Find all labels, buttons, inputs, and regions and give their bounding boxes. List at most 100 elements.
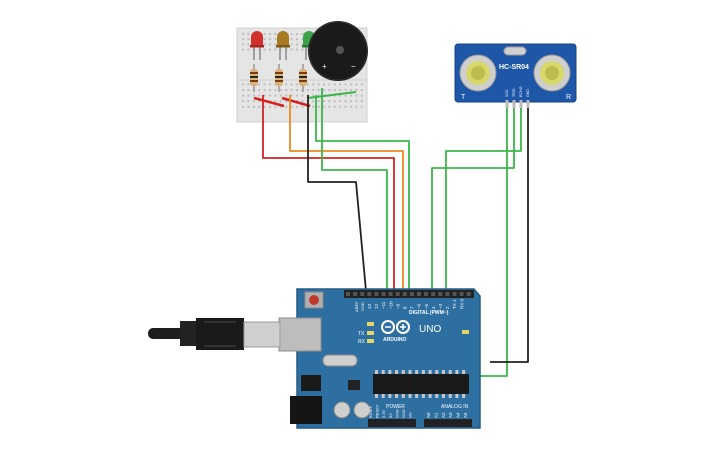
breadboard-hole xyxy=(279,89,282,91)
sensor-model-label: HC-SR04 xyxy=(499,64,529,71)
breadboard-hole xyxy=(247,105,250,108)
arduino-uno-board[interactable]: TX RX ARDUINO UNO DIGITAL (PWM~) POWER A… xyxy=(278,288,481,429)
chip-pin xyxy=(381,370,385,374)
header-hole[interactable] xyxy=(353,292,358,296)
breadboard-hole xyxy=(296,83,298,86)
chip-pin xyxy=(442,370,445,374)
breadboard-hole xyxy=(301,94,304,97)
header-hole[interactable] xyxy=(438,292,443,296)
led-amber[interactable] xyxy=(276,31,290,60)
led-red[interactable] xyxy=(250,31,264,60)
breadboard-hole xyxy=(312,105,315,108)
breadboard-hole xyxy=(323,89,325,91)
usb-cable[interactable] xyxy=(148,318,281,350)
chip-pin xyxy=(408,370,412,374)
breadboard-hole xyxy=(279,94,282,97)
header-hole[interactable] xyxy=(452,292,457,296)
header-hole[interactable] xyxy=(459,292,464,296)
breadboard-hole xyxy=(290,89,293,91)
breadboard-hole xyxy=(360,83,363,86)
chip-pin xyxy=(428,370,432,374)
breadboard-hole xyxy=(242,38,244,41)
microcontroller-chip xyxy=(373,374,469,394)
rx-label: RX xyxy=(358,339,366,345)
header-hole[interactable] xyxy=(374,292,379,296)
breadboard-hole xyxy=(269,105,271,108)
gnd-label: GND xyxy=(360,302,365,311)
breadboard-hole xyxy=(317,83,320,86)
breadboard-hole xyxy=(269,48,271,51)
sensor-pin[interactable] xyxy=(505,100,509,108)
chip-pin xyxy=(448,394,452,398)
breadboard-hole xyxy=(242,105,244,108)
digital-pin-label: 7 xyxy=(410,306,415,309)
breadboard-hole xyxy=(301,48,304,51)
chip-pin xyxy=(421,370,425,374)
header-hole[interactable] xyxy=(409,292,414,296)
breadboard-hole xyxy=(290,83,293,86)
breadboard-hole xyxy=(263,38,266,41)
chip-pin xyxy=(455,394,459,398)
breadboard-hole xyxy=(285,94,288,97)
header-hole[interactable] xyxy=(360,292,365,296)
breadboard-hole xyxy=(296,94,298,97)
piezo-buzzer[interactable]: + − xyxy=(308,21,368,81)
digital-pin-label: ~9 xyxy=(395,303,400,309)
wire-green-sensor-b xyxy=(431,97,515,291)
header-hole[interactable] xyxy=(417,292,421,296)
sensor-pin[interactable] xyxy=(519,100,523,108)
breadboard-hole xyxy=(355,94,358,97)
resistor-amber-led[interactable] xyxy=(275,64,283,92)
header-hole[interactable] xyxy=(381,292,386,296)
reset-button[interactable] xyxy=(304,291,324,309)
wire-black-breadboard-gnd xyxy=(307,95,367,292)
header-hole[interactable] xyxy=(395,292,400,296)
resistor-red-led[interactable] xyxy=(250,64,258,92)
voltage-regulator xyxy=(301,375,321,391)
resistor-green-led[interactable] xyxy=(299,64,307,92)
header-hole[interactable] xyxy=(424,292,429,296)
analog-pin-label: A1 xyxy=(433,412,438,418)
breadboard-hole xyxy=(317,89,320,91)
sensor-pin-label: TRIG xyxy=(512,88,516,97)
analog-pin-label: A5 xyxy=(463,412,468,418)
breadboard-hole xyxy=(269,33,271,35)
breadboard-hole xyxy=(263,89,266,91)
header-hole[interactable] xyxy=(402,292,407,296)
breadboard-hole xyxy=(328,89,331,91)
header-hole[interactable] xyxy=(388,292,393,296)
breadboard-hole xyxy=(290,38,293,41)
breadboard-hole xyxy=(269,89,271,91)
header-hole[interactable] xyxy=(431,292,436,296)
analog-pin-label: A3 xyxy=(448,412,453,418)
sensor-pin[interactable] xyxy=(512,100,516,108)
breadboard-hole xyxy=(247,94,250,97)
breadboard-hole xyxy=(296,38,298,41)
header-hole[interactable] xyxy=(445,292,450,296)
breadboard-hole xyxy=(355,89,358,91)
power-pin-label: Vin xyxy=(408,412,413,418)
breadboard-hole xyxy=(328,105,331,108)
breadboard-hole xyxy=(355,83,358,86)
sensor-pin[interactable] xyxy=(526,100,530,108)
breadboard-hole xyxy=(360,89,363,91)
breadboard-hole xyxy=(360,105,363,108)
breadboard-hole xyxy=(263,43,266,46)
header-hole[interactable] xyxy=(466,292,471,296)
breadboard-hole xyxy=(290,105,293,108)
header-hole[interactable] xyxy=(367,292,372,296)
arduino-logo-text: ARDUINO xyxy=(383,337,406,343)
breadboard-hole xyxy=(339,100,342,103)
wire-green-buzzer xyxy=(321,88,388,291)
board-crystal xyxy=(322,354,358,367)
breadboard-hole xyxy=(350,83,352,86)
breadboard-hole xyxy=(279,48,282,51)
header-hole[interactable] xyxy=(346,292,350,296)
sensor-corner-left: T xyxy=(461,94,466,101)
breadboard-hole xyxy=(323,100,325,103)
power-pin-label: 3.3V xyxy=(381,409,386,418)
